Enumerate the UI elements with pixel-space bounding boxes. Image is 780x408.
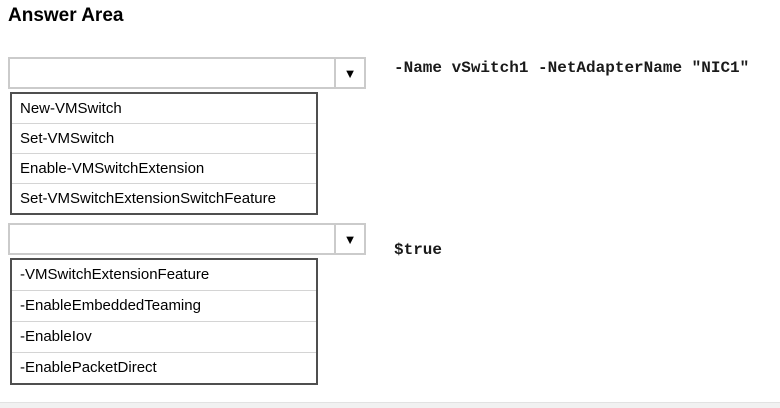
chevron-down-icon[interactable]: ▼ bbox=[334, 59, 364, 87]
chevron-down-icon[interactable]: ▼ bbox=[334, 225, 364, 253]
dropdown-option[interactable]: New-VMSwitch bbox=[12, 94, 316, 123]
dropdown-option[interactable]: -EnablePacketDirect bbox=[12, 352, 316, 383]
cmdlet-dropdown-value[interactable] bbox=[10, 59, 334, 87]
dropdown-option[interactable]: Set-VMSwitchExtensionSwitchFeature bbox=[12, 183, 316, 213]
dropdown-option[interactable]: Set-VMSwitch bbox=[12, 123, 316, 153]
code-fragment-name-netadapter: -Name vSwitch1 -NetAdapterName "NIC1" bbox=[394, 59, 750, 77]
page-title: Answer Area bbox=[8, 5, 124, 26]
dropdown-option[interactable]: -EnableEmbeddedTeaming bbox=[12, 290, 316, 321]
footer-divider bbox=[0, 402, 780, 408]
dropdown-option[interactable]: -VMSwitchExtensionFeature bbox=[12, 260, 316, 290]
code-fragment-true: $true bbox=[394, 241, 443, 259]
cmdlet-option-list: New-VMSwitch Set-VMSwitch Enable-VMSwitc… bbox=[10, 92, 318, 215]
parameter-option-list: -VMSwitchExtensionFeature -EnableEmbedde… bbox=[10, 258, 318, 385]
parameter-dropdown[interactable]: ▼ bbox=[8, 223, 366, 255]
dropdown-option[interactable]: Enable-VMSwitchExtension bbox=[12, 153, 316, 183]
dropdown-option[interactable]: -EnableIov bbox=[12, 321, 316, 352]
parameter-dropdown-value[interactable] bbox=[10, 225, 334, 253]
cmdlet-dropdown[interactable]: ▼ bbox=[8, 57, 366, 89]
